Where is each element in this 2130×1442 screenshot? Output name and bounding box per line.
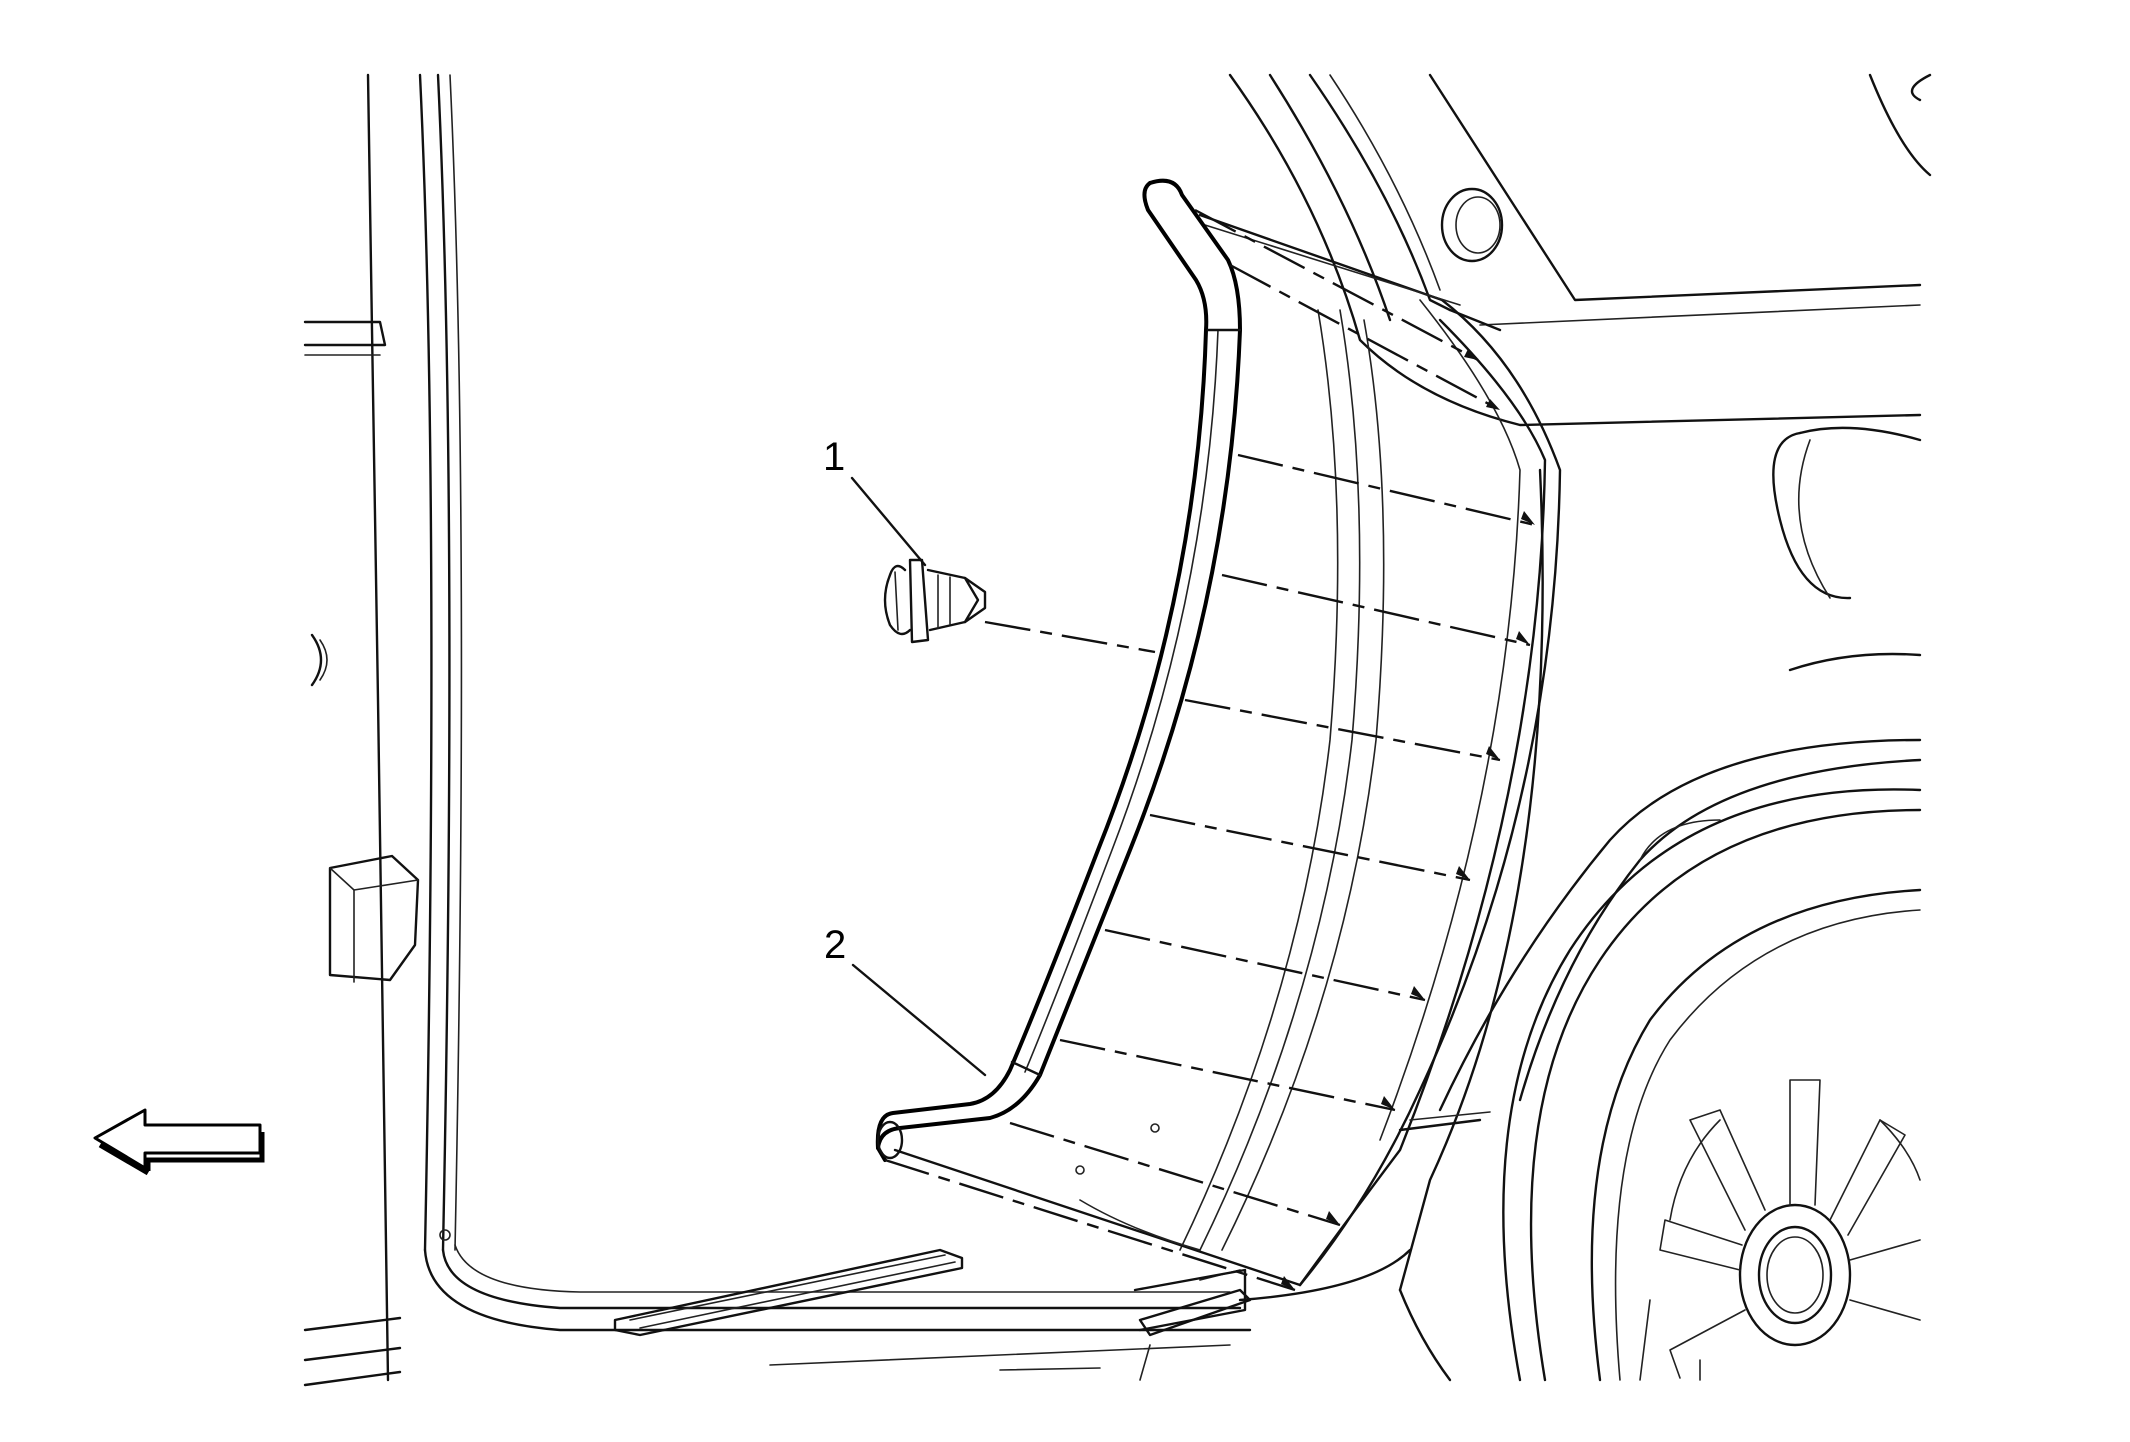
clip-insertion-arrows xyxy=(884,208,1536,1292)
callout-1-label: 1 xyxy=(823,435,845,479)
door-frame xyxy=(303,73,1252,1382)
trim-panel xyxy=(893,213,1562,1287)
callout-2-label: 2 xyxy=(824,923,846,967)
callout-2: 2 xyxy=(824,923,987,1077)
arrow-left-icon xyxy=(93,1108,265,1176)
sill-plate xyxy=(303,1248,1252,1387)
door-striker xyxy=(328,854,420,983)
retaining-clip xyxy=(883,558,987,644)
weatherstrip-seal xyxy=(875,178,1242,1162)
callout-1: 1 xyxy=(823,435,927,567)
quarter-panel xyxy=(1228,73,1932,1382)
rear-wheel xyxy=(1502,788,1922,1382)
